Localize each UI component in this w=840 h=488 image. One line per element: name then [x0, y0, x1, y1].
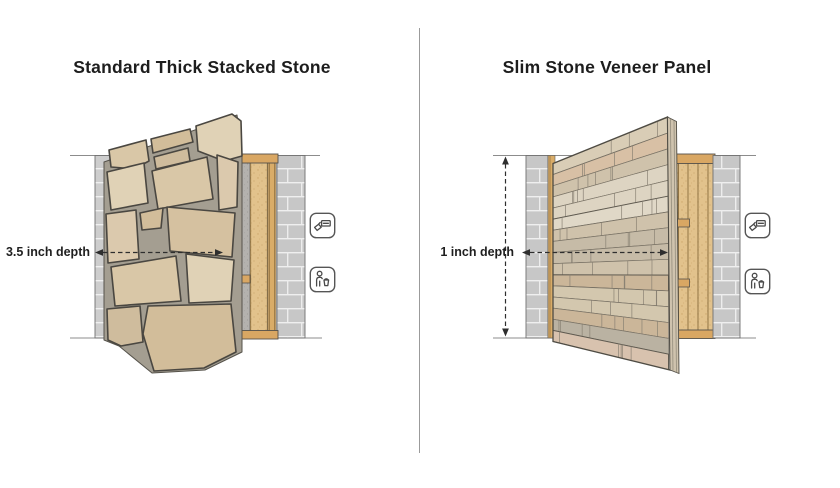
- right-concrete-block-column-inner: [712, 155, 741, 339]
- left-depth-dimension: [95, 249, 223, 256]
- worker-carrying-stone-icon: [744, 268, 771, 295]
- right-panel-title: Slim Stone Veneer Panel: [502, 57, 712, 77]
- panel-edge-thickness: [667, 116, 680, 375]
- right-concrete-block-column-outer: [525, 155, 549, 339]
- right-height-dimension: [502, 156, 509, 337]
- left-depth-label: 3.5 inch depth: [5, 245, 90, 259]
- trowel-mortar-icon: [309, 212, 336, 239]
- left-stacked-stone-wall: [103, 113, 243, 374]
- right-wood-framing: [673, 153, 741, 339]
- right-stone-veneer-panel: [552, 116, 680, 375]
- right-depth-label: 1 inch depth: [440, 245, 514, 259]
- trowel-mortar-icon: [744, 212, 771, 239]
- left-wall-assembly-layers: [235, 153, 306, 340]
- panel-divider: [418, 28, 420, 453]
- worker-carrying-stone-icon: [309, 266, 336, 293]
- left-concrete-block-column-inner: [276, 155, 306, 339]
- left-panel-title: Standard Thick Stacked Stone: [73, 57, 331, 77]
- right-depth-dimension: [522, 249, 668, 256]
